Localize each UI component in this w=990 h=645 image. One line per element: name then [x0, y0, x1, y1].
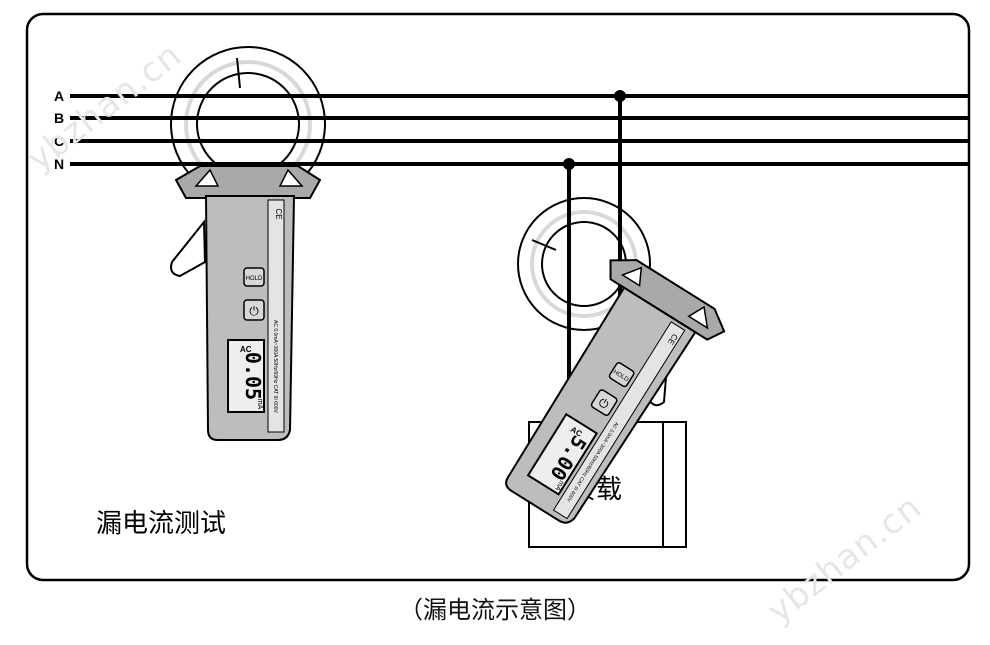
collar-left-tab-r: [278, 168, 304, 187]
power-button-right[interactable]: [590, 389, 618, 417]
meter-right-body-group: CE HOLD ⏻ AC 5.00 mA AC 0.0mA~300A 50Hz/…: [505, 259, 726, 524]
trigger-lever-left: [170, 219, 207, 278]
hold-button-left[interactable]: [243, 267, 265, 287]
power-button-left[interactable]: [243, 299, 265, 321]
clamp-meter-right: CE HOLD ⏻ AC 5.00 mA AC 0.0mA~300A 50Hz/…: [505, 197, 726, 524]
test-label: 漏电流测试: [96, 509, 226, 539]
label-b: B: [54, 110, 64, 126]
ce-mark-left: CE: [274, 208, 283, 219]
lcd-mode-left: AC: [240, 345, 252, 354]
hold-label-left: HOLD: [246, 276, 263, 282]
collar-right-tab-l: [620, 266, 643, 287]
lcd-right: [526, 412, 599, 496]
label-n: N: [54, 156, 64, 172]
collar-right-tab-r: [687, 305, 709, 330]
jaw-right-seam: [531, 239, 557, 251]
jaw-left-seam: [236, 57, 241, 89]
diagram-frame: [25, 12, 971, 582]
collar-left-tab-l: [194, 168, 220, 187]
clamp-meter-left: CE HOLD ⏻ AC 0.05 mA AC 0.0mA~300A 50Hz/…: [160, 46, 340, 441]
label-c: C: [54, 133, 64, 149]
load-box-side: [661, 421, 687, 548]
body-left-side: [267, 199, 285, 433]
power-icon-left: ⏻: [249, 304, 259, 318]
body-right-side: [552, 321, 686, 520]
spec-left: AC 0.0mA~300A 50Hz/60Hz CAT III 600V: [272, 320, 278, 413]
lcd-unit-left: mA: [256, 399, 263, 410]
label-a: A: [54, 88, 64, 104]
hold-button-right[interactable]: [608, 362, 635, 388]
lcd-unit-right: mA: [553, 479, 565, 492]
lcd-left: [227, 339, 265, 413]
lcd-reading-left: 0.05: [241, 352, 265, 400]
figure-caption: （漏电流示意图）: [399, 596, 591, 624]
